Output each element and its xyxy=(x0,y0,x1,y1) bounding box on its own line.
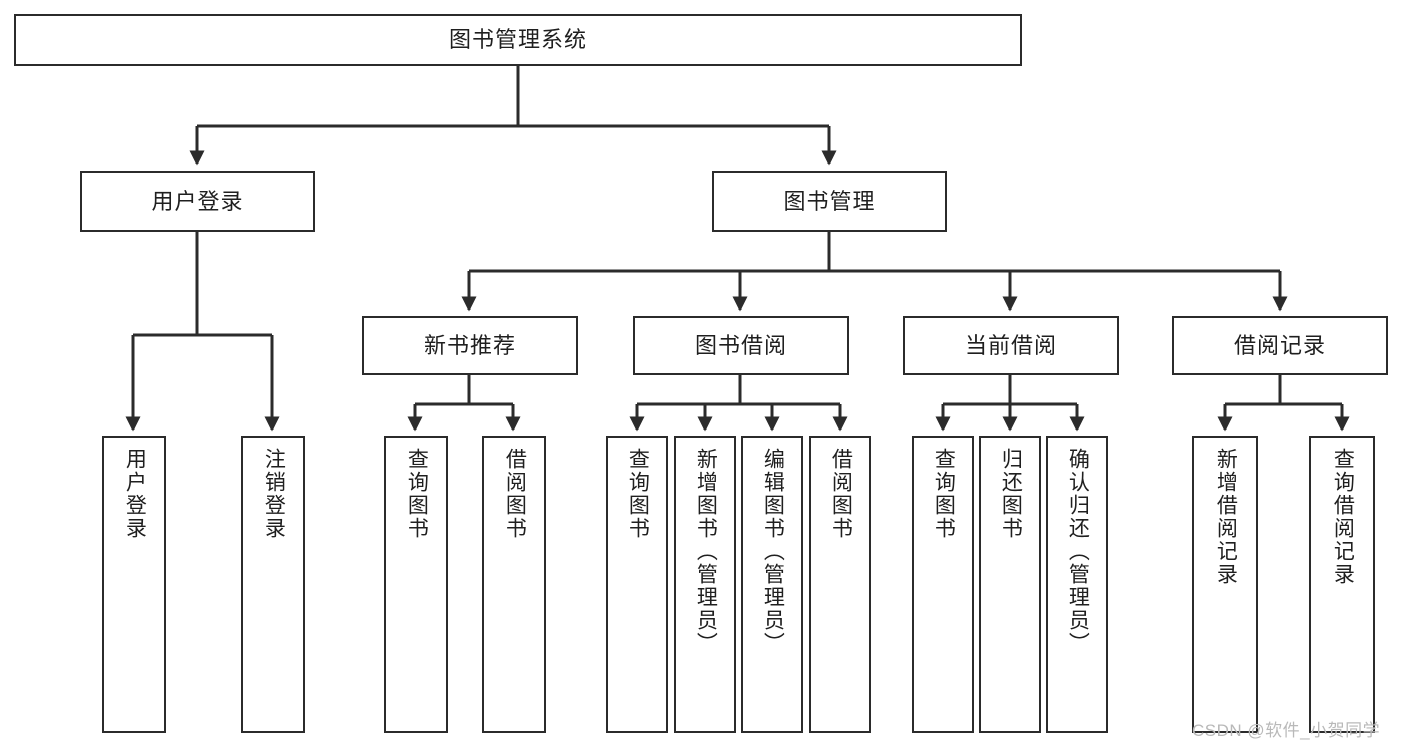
node-new-book-recommend-label: 新书推荐 xyxy=(423,332,516,358)
node-book-manage[interactable]: 图书管理 xyxy=(712,171,947,232)
node-leaf-query-book-3[interactable]: 查询图书 xyxy=(912,436,974,733)
node-current-borrow-label: 当前借阅 xyxy=(964,332,1057,358)
node-leaf-borrow-book-1[interactable]: 借阅图书 xyxy=(482,436,546,733)
node-leaf-confirm-return-label: 确认归还（管理员） xyxy=(1066,448,1090,655)
node-leaf-query-book-2-label: 查询图书 xyxy=(626,448,650,540)
node-root-label: 图书管理系统 xyxy=(448,27,587,53)
node-borrow-record[interactable]: 借阅记录 xyxy=(1172,316,1388,375)
node-leaf-user-login[interactable]: 用户登录 xyxy=(102,436,166,733)
node-leaf-borrow-book-2-label: 借阅图书 xyxy=(829,448,853,540)
node-borrow-record-label: 借阅记录 xyxy=(1233,332,1326,358)
node-book-manage-label: 图书管理 xyxy=(783,188,876,214)
node-leaf-logout-login-label: 注销登录 xyxy=(262,448,286,540)
node-user-login-label: 用户登录 xyxy=(151,188,244,214)
node-leaf-return-book[interactable]: 归还图书 xyxy=(979,436,1041,733)
node-leaf-query-book-1-label: 查询图书 xyxy=(405,448,429,540)
node-leaf-add-record-label: 新增借阅记录 xyxy=(1214,448,1238,586)
node-leaf-return-book-label: 归还图书 xyxy=(999,448,1023,540)
node-leaf-edit-book-label: 编辑图书（管理员） xyxy=(761,448,785,655)
node-user-login[interactable]: 用户登录 xyxy=(80,171,315,232)
node-leaf-add-book[interactable]: 新增图书（管理员） xyxy=(674,436,736,733)
node-book-borrow[interactable]: 图书借阅 xyxy=(633,316,849,375)
node-leaf-borrow-book-1-label: 借阅图书 xyxy=(503,448,527,540)
node-leaf-borrow-book-2[interactable]: 借阅图书 xyxy=(809,436,871,733)
node-current-borrow[interactable]: 当前借阅 xyxy=(903,316,1119,375)
node-leaf-logout-login[interactable]: 注销登录 xyxy=(241,436,305,733)
node-leaf-add-record[interactable]: 新增借阅记录 xyxy=(1192,436,1258,733)
node-leaf-query-record-label: 查询借阅记录 xyxy=(1331,448,1355,586)
node-leaf-query-book-1[interactable]: 查询图书 xyxy=(384,436,448,733)
node-leaf-confirm-return[interactable]: 确认归还（管理员） xyxy=(1046,436,1108,733)
node-leaf-query-book-3-label: 查询图书 xyxy=(932,448,956,540)
node-leaf-query-record[interactable]: 查询借阅记录 xyxy=(1309,436,1375,733)
node-leaf-edit-book[interactable]: 编辑图书（管理员） xyxy=(741,436,803,733)
node-leaf-query-book-2[interactable]: 查询图书 xyxy=(606,436,668,733)
node-leaf-add-book-label: 新增图书（管理员） xyxy=(694,448,718,655)
node-new-book-recommend[interactable]: 新书推荐 xyxy=(362,316,578,375)
node-leaf-user-login-label: 用户登录 xyxy=(123,448,147,540)
node-book-borrow-label: 图书借阅 xyxy=(694,332,787,358)
csdn-watermark: CSDN @软件_小贺同学 xyxy=(1192,721,1381,740)
node-root[interactable]: 图书管理系统 xyxy=(14,14,1022,66)
